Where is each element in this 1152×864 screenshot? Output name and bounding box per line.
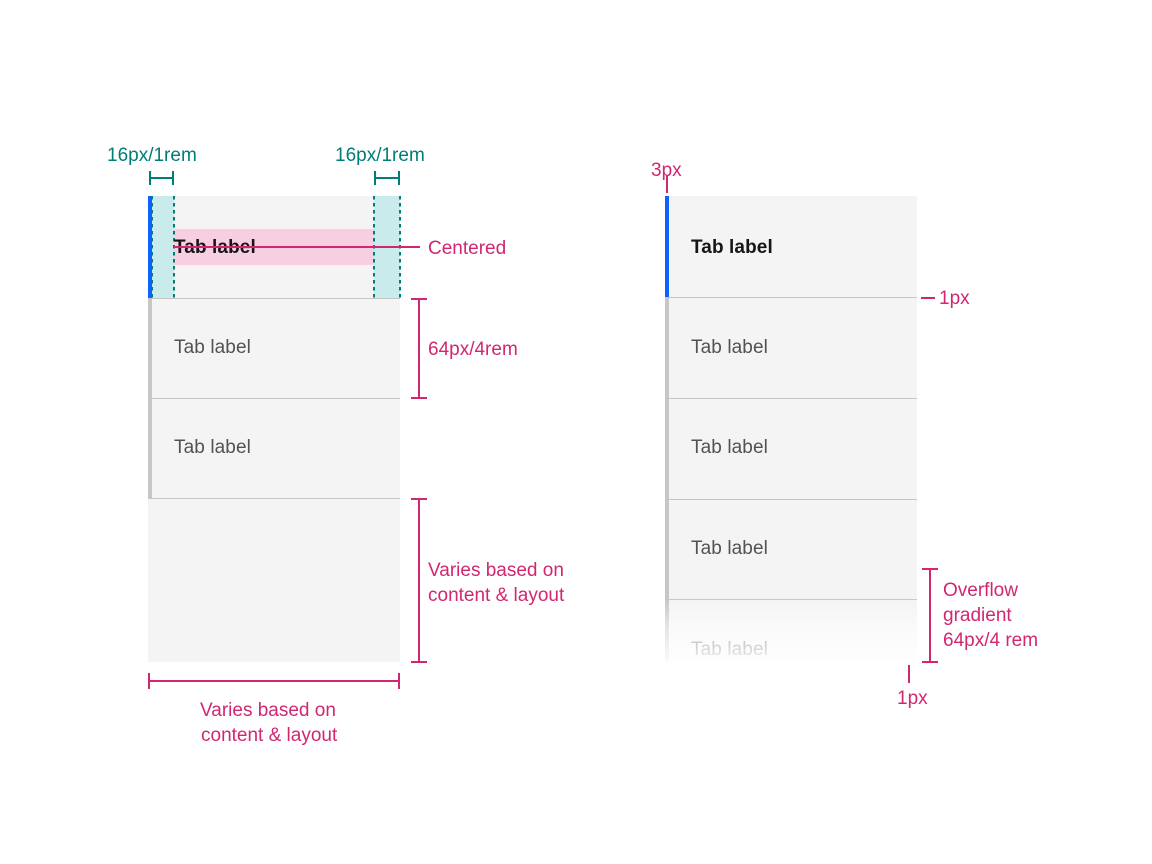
right-tab-2-left-edge [665, 297, 669, 398]
left-width-cap-end [398, 673, 400, 689]
right-divider-thickness-label: 1px [939, 288, 970, 309]
left-width-label-line1: Varies based on [200, 700, 336, 721]
left-padding-end-label: 16px/1rem [335, 145, 425, 166]
right-overflow-label-line3: 64px/4 rem [943, 630, 1039, 651]
left-width-measure-line [149, 680, 400, 682]
left-tab-height-measure-line [418, 299, 420, 398]
left-padding-bracket-end-cap-left [374, 171, 376, 185]
left-tab-label-1[interactable]: Tab label [174, 237, 256, 258]
left-content-height-measure-line [418, 499, 420, 662]
left-centered-label: Centered [428, 238, 507, 259]
right-overflow-label-line2: gradient [943, 605, 1012, 626]
right-tab-3-top-divider [669, 398, 917, 399]
left-tab-3-top-divider [152, 398, 400, 399]
left-centered-leader-line [174, 246, 420, 248]
left-padding-bracket-start-cap-left [149, 171, 151, 185]
right-divider-callout-line [921, 297, 935, 299]
right-overflow-measure-line [929, 569, 931, 662]
right-tab-3-left-edge [665, 398, 669, 499]
left-padding-bracket-start-cap-right [172, 171, 174, 185]
left-panel-background [148, 196, 400, 662]
right-panel-background [665, 196, 917, 662]
right-tab-5-left-edge [665, 599, 669, 662]
right-bottom-border-label: 1px [897, 688, 928, 709]
left-width-cap-start [148, 673, 150, 689]
left-tab-height-cap-top [411, 298, 427, 300]
right-tab-4-left-edge [665, 499, 669, 599]
left-tab-3-left-edge [148, 398, 152, 498]
right-indicator-width-tick [666, 175, 668, 193]
right-tab-4-top-divider [669, 499, 917, 500]
right-tab-label-4[interactable]: Tab label [691, 538, 768, 559]
right-tab-label-5[interactable]: Tab label [691, 639, 768, 660]
left-content-height-label-line1: Varies based on [428, 560, 564, 581]
right-indicator-width-label: 3px [651, 160, 682, 181]
left-tab-2-left-edge [148, 298, 152, 398]
right-selected-tab-indicator [665, 196, 669, 297]
right-overflow-cap-top [922, 568, 938, 570]
right-overflow-cap-bottom [922, 661, 938, 663]
right-tab-label-2[interactable]: Tab label [691, 337, 768, 358]
right-tab-label-3[interactable]: Tab label [691, 437, 768, 458]
left-tab-label-3[interactable]: Tab label [174, 437, 251, 458]
left-selected-tab-indicator [148, 196, 152, 298]
left-padding-bracket-end [374, 177, 400, 179]
left-content-height-cap-top [411, 498, 427, 500]
left-content-height-cap-bottom [411, 661, 427, 663]
left-content-area-top-divider [148, 498, 400, 499]
right-tab-5-top-divider [669, 599, 917, 600]
left-tab-label-2[interactable]: Tab label [174, 337, 251, 358]
right-overflow-label-line1: Overflow [943, 580, 1018, 601]
right-bottom-border-tick [908, 665, 910, 683]
right-tab-label-1[interactable]: Tab label [691, 237, 773, 258]
left-padding-bracket-start [149, 177, 174, 179]
right-tab-2-top-divider [669, 297, 917, 298]
left-guide-dash-indicator-edge [151, 196, 153, 298]
left-tab-2-top-divider [152, 298, 400, 299]
left-padding-fill-start [152, 196, 174, 298]
left-padding-start-label: 16px/1rem [107, 145, 197, 166]
left-tab-height-cap-bottom [411, 397, 427, 399]
left-content-height-label-line2: content & layout [428, 585, 565, 606]
left-width-label-line2: content & layout [201, 725, 338, 746]
left-tab-height-label: 64px/4rem [428, 339, 518, 360]
left-padding-bracket-end-cap-right [398, 171, 400, 185]
